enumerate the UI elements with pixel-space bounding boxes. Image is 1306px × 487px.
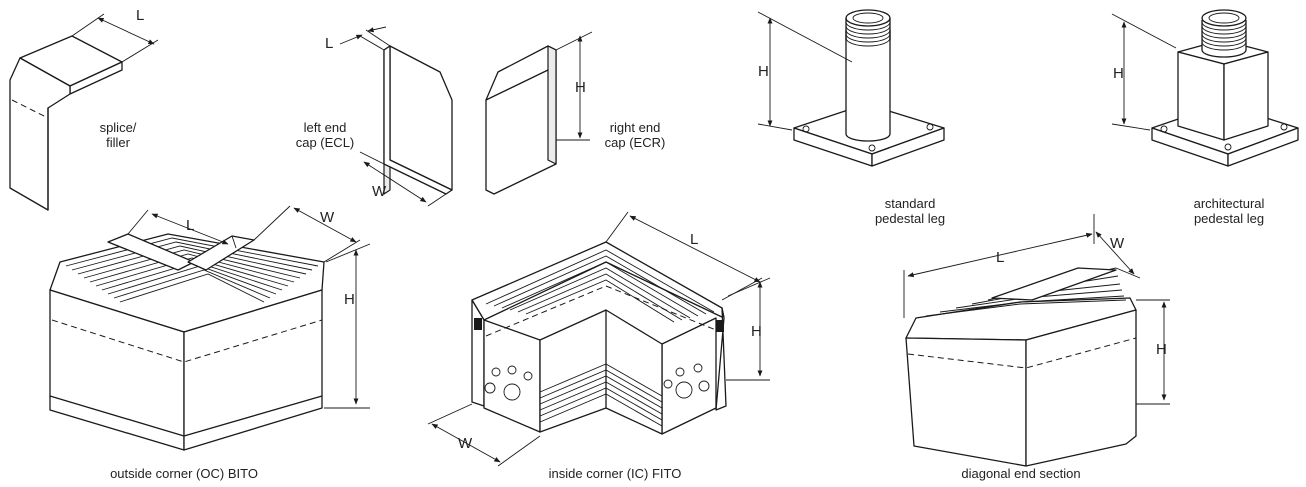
splice-dim-length: L [136,7,144,24]
inside-corner-label: inside corner (IC) FITO [548,466,682,481]
oc-dim-length: L [186,217,194,234]
ic-dim-length: L [690,231,698,248]
inside-corner-drawing: L H W [427,211,771,467]
architectural-pedestal-leg-label: architectural pedestal leg [1193,196,1265,226]
outside-corner-drawing: L W H [49,205,371,451]
architectural-pedestal-leg-drawing: H [1111,9,1299,167]
outside-corner-label: outside corner (OC) BITO [110,466,258,481]
ic-dim-width: W [458,435,473,452]
right-end-cap-drawing: H [485,31,593,195]
splice-filler-drawing: L [9,7,159,211]
oc-dim-height: H [344,291,355,308]
splice-filler-label: splice/ filler [99,120,137,150]
left-cap-dim-width: W [372,183,387,200]
diagonal-end-section-label: diagonal end section [961,466,1081,481]
diag-dim-width: W [1110,235,1125,252]
architectural-leg-dim-height: H [1113,65,1124,82]
left-end-cap-drawing: L W [325,26,453,207]
ic-dim-height: H [751,323,762,340]
right-cap-dim-height: H [575,79,586,96]
left-end-cap-label: left end cap (ECL) [295,120,355,150]
diagonal-end-section-drawing: H L W [903,214,1170,467]
oc-dim-width: W [320,209,335,226]
left-cap-dim-length: L [325,35,333,52]
diag-dim-height: H [1156,341,1167,358]
standard-leg-dim-height: H [758,63,769,80]
diag-dim-length: L [996,249,1004,266]
right-end-cap-label: right end cap (ECR) [604,120,666,150]
standard-pedestal-leg-drawing: H [757,9,945,167]
standard-pedestal-leg-label: standard pedestal leg [874,196,946,226]
